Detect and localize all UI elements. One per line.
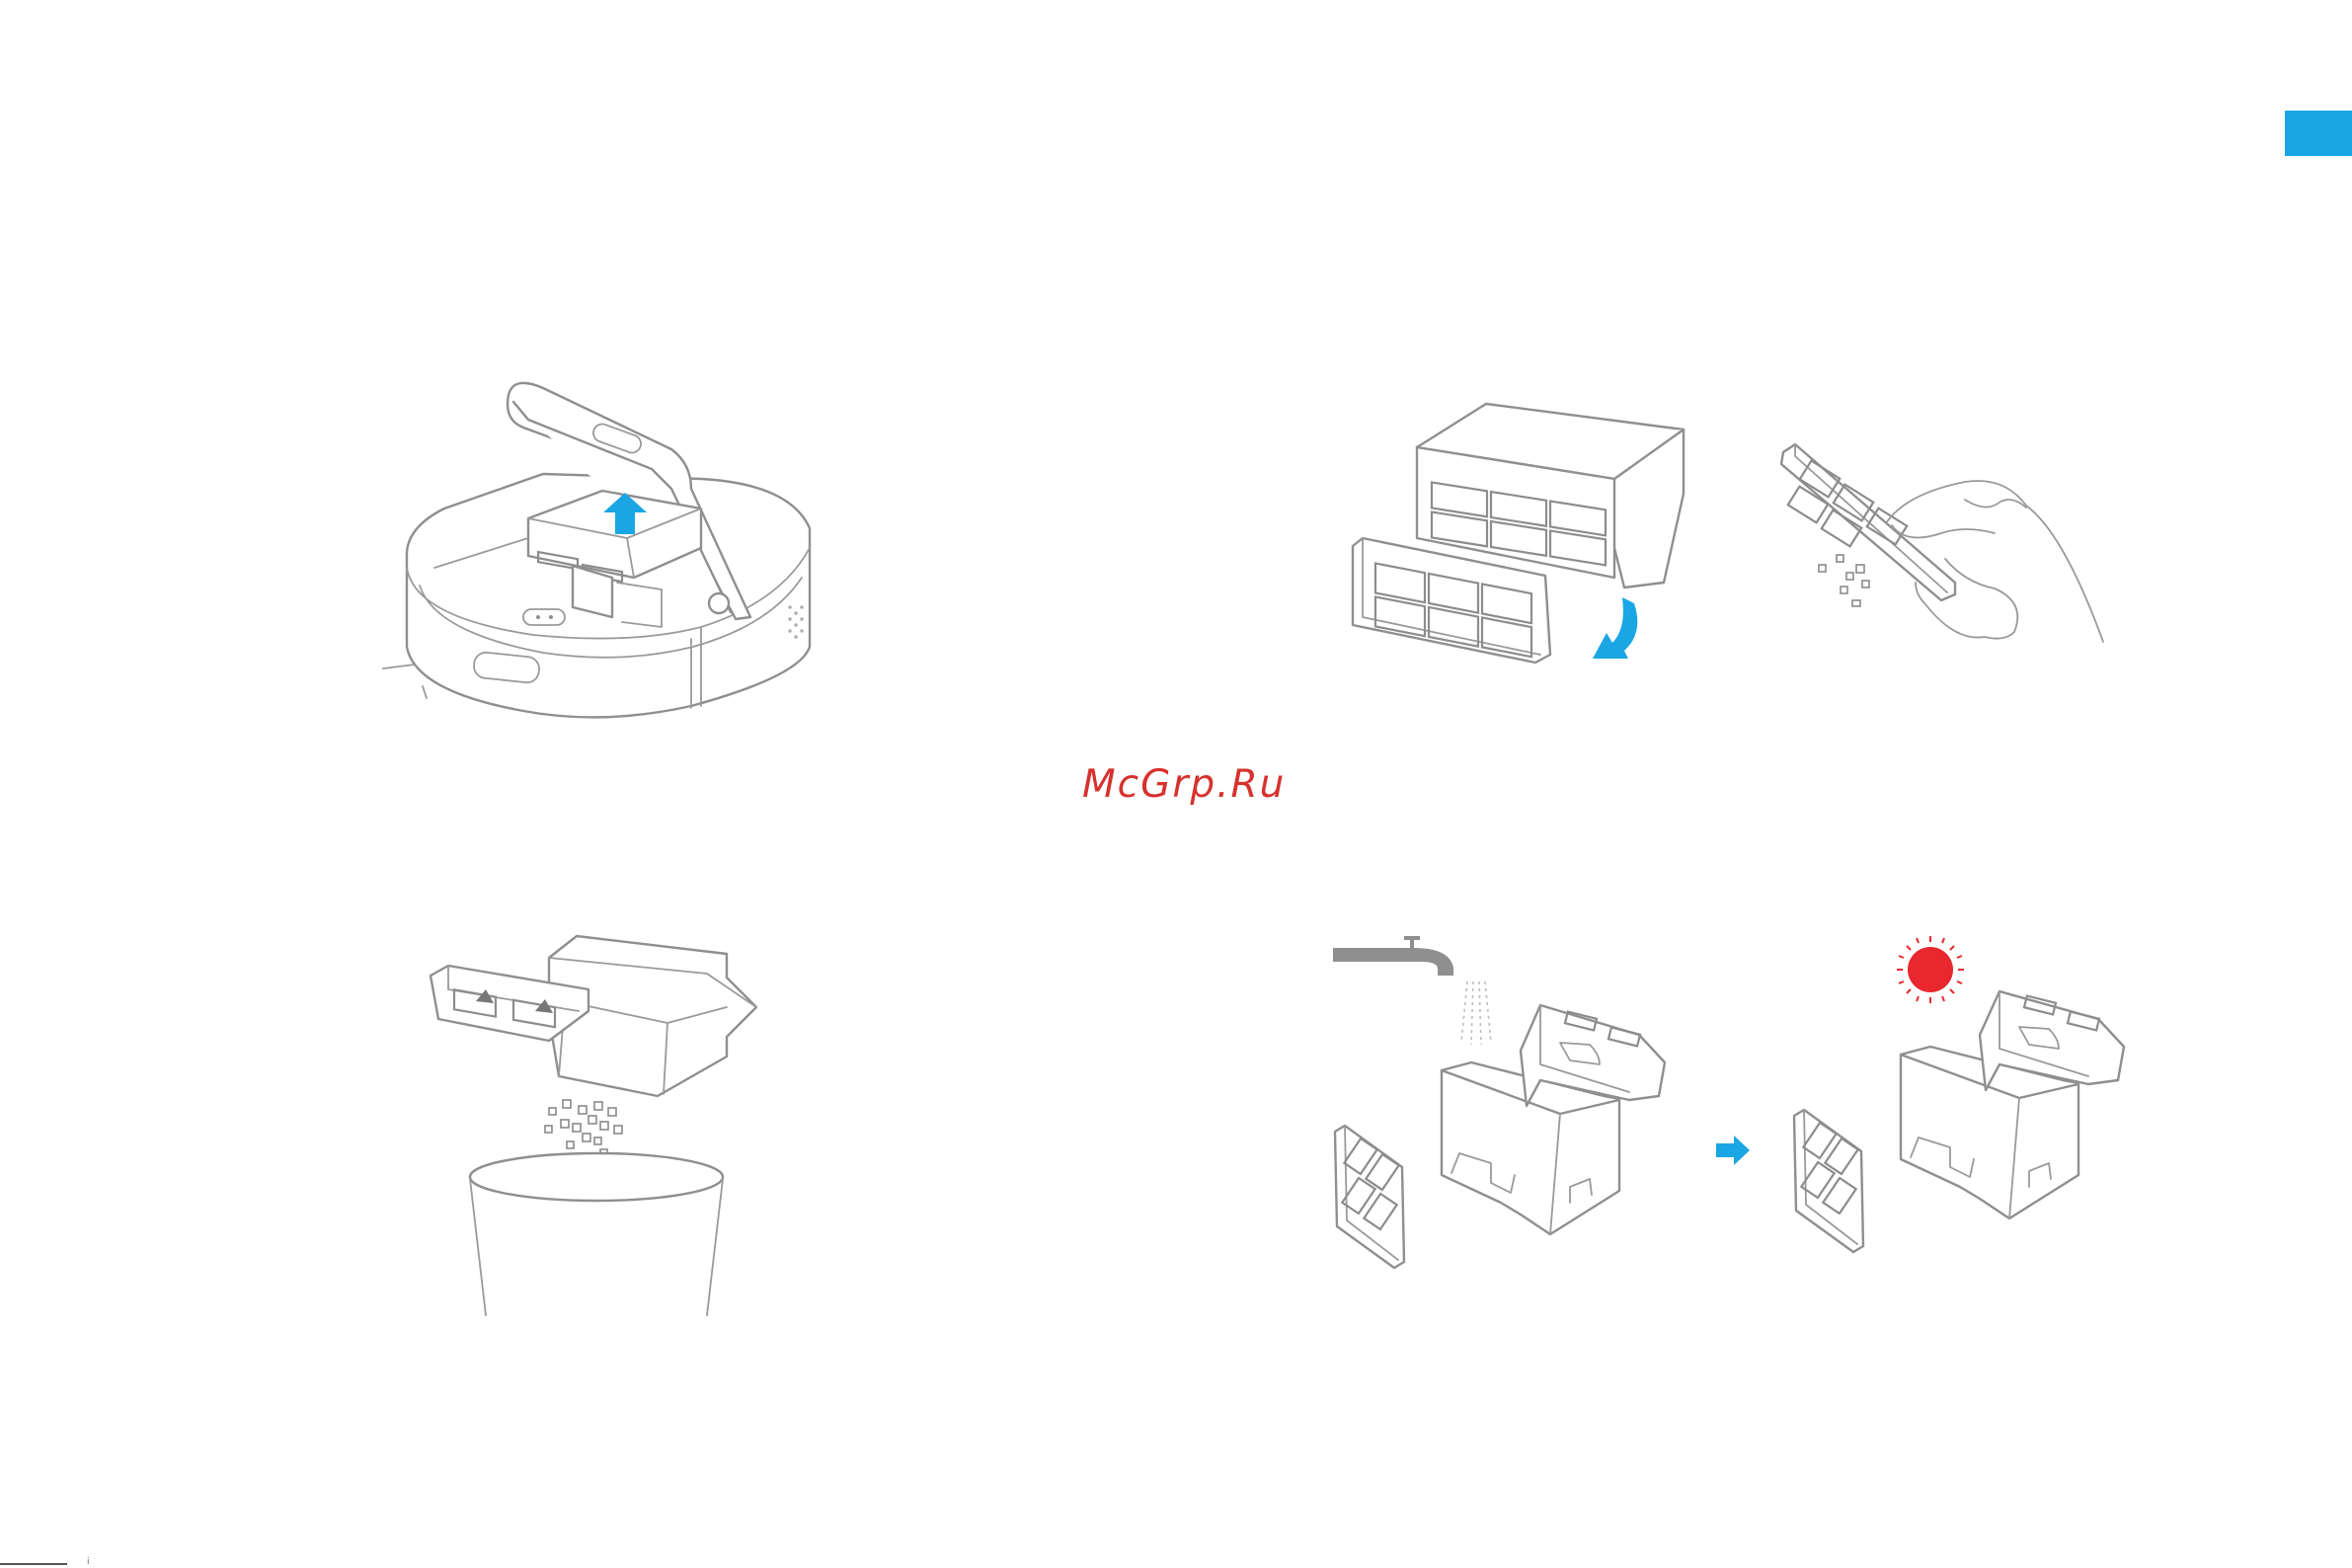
- footer-mark: i: [87, 1557, 90, 1567]
- rotate-arrow-icon: [1585, 593, 1646, 663]
- illustration-tap-filter-to-clean: [1767, 434, 2123, 652]
- illustration-empty-bin-into-trash: [431, 928, 796, 1126]
- dust-bin-icon: [1782, 991, 2148, 1248]
- section-tab: [2285, 111, 2352, 156]
- dust-bin-icon: [1333, 1005, 1688, 1262]
- debris-icon: [1817, 551, 1886, 620]
- illustration-robot-lift-dust-bin: [375, 380, 839, 765]
- trash-can-icon: [458, 1149, 735, 1317]
- illustration-rinse-with-water: [1333, 934, 1471, 1045]
- up-arrow-icon: [600, 491, 650, 536]
- robot-vacuum-icon: [375, 380, 839, 765]
- watermark-text: McGrp.Ru: [1082, 762, 1286, 807]
- illustration-open-filter-cover: [1348, 400, 1693, 666]
- footer-rule: [0, 1563, 67, 1565]
- next-arrow-icon: [1714, 1136, 1752, 1165]
- dust-bin-icon: [431, 928, 796, 1126]
- illustration-next-arrow: [1714, 1136, 1752, 1165]
